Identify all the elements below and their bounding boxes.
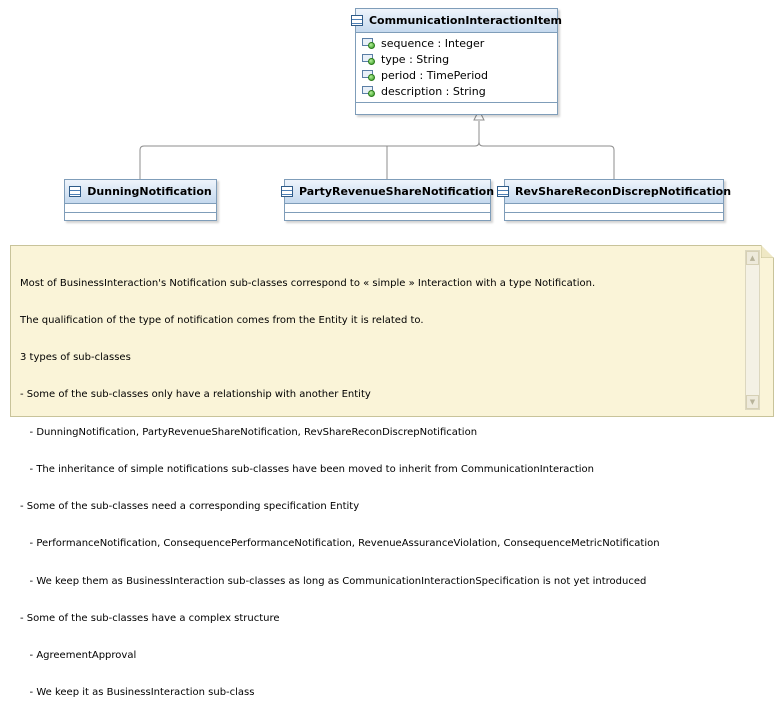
generalization-line-revshare [478,141,615,179]
class-party-revenue-share-notification[interactable]: PartyRevenueShareNotification [280,179,494,221]
attribute-compartment: sequence : Integer type : String period … [356,33,557,103]
class-name: CommunicationInteractionItem [368,14,563,27]
note-comment[interactable]: Most of BusinessInteraction's Notificati… [10,245,774,698]
note-scrollbar[interactable]: ▲ ▼ [745,250,760,410]
attribute-compartment [505,204,723,213]
operations-compartment [356,103,557,114]
class-dunning-notification[interactable]: DunningNotification [64,179,217,221]
attribute-label: type : String [381,52,450,66]
note-line: - We keep it as BusinessInteraction sub-… [20,687,255,699]
attribute-row[interactable]: type : String [362,51,553,67]
class-header: DunningNotification [65,180,216,204]
note-line: - Some of the sub-classes only have a re… [20,389,371,401]
generalization-arrowhead [473,108,485,121]
class-icon [350,15,363,26]
class-icon [496,186,509,197]
class-name: PartyRevenueShareNotification [298,185,495,198]
note-line: - PerformanceNotification, ConsequencePe… [20,538,660,550]
note-line: 3 types of sub-classes [20,352,131,364]
class-name: RevShareReconDiscrepNotification [514,185,732,198]
note-line: - AgreementApproval [20,650,137,661]
inheritance-connectors [139,108,615,179]
attribute-icon [362,37,375,49]
attribute-row[interactable]: description : String [362,83,553,99]
class-icon [280,186,293,197]
note-line: Most of BusinessInteraction's Notificati… [20,277,596,289]
class-header: PartyRevenueShareNotification [280,180,494,204]
attribute-icon [362,85,375,97]
class-communication-interaction-item[interactable]: CommunicationInteractionItem sequence : … [350,8,562,115]
note-line: - DunningNotification, PartyRevenueShare… [20,426,478,438]
attribute-label: description : String [381,84,486,98]
attribute-compartment [285,204,490,213]
note-line: The qualification of the type of notific… [20,315,424,327]
class-icon [69,186,82,197]
note-text[interactable]: Most of BusinessInteraction's Notificati… [20,253,745,724]
scroll-down-button[interactable]: ▼ [746,395,759,409]
attribute-icon [362,53,375,65]
attribute-compartment [65,204,216,213]
class-revshare-recon-discrep-notification[interactable]: RevShareReconDiscrepNotification [496,179,731,221]
class-header: RevShareReconDiscrepNotification [496,180,731,204]
note-line: - The inheritance of simple notification… [20,463,594,475]
attribute-icon [362,69,375,81]
class-header: CommunicationInteractionItem [350,9,562,33]
note-line: - We keep them as BusinessInteraction su… [20,575,647,587]
note-fold-corner [761,245,774,258]
generalization-line-dunning [139,121,480,179]
note-line: - Some of the sub-classes need a corresp… [20,501,360,513]
class-name: DunningNotification [87,185,212,198]
scroll-up-button[interactable]: ▲ [746,251,759,265]
attribute-row[interactable]: sequence : Integer [362,35,553,51]
operations-compartment [285,213,490,220]
operations-compartment [65,213,216,220]
attribute-label: period : TimePeriod [381,68,488,82]
note-line: - Some of the sub-classes have a complex… [20,612,280,624]
attribute-row[interactable]: period : TimePeriod [362,67,553,83]
attribute-label: sequence : Integer [381,36,485,50]
operations-compartment [505,213,723,220]
